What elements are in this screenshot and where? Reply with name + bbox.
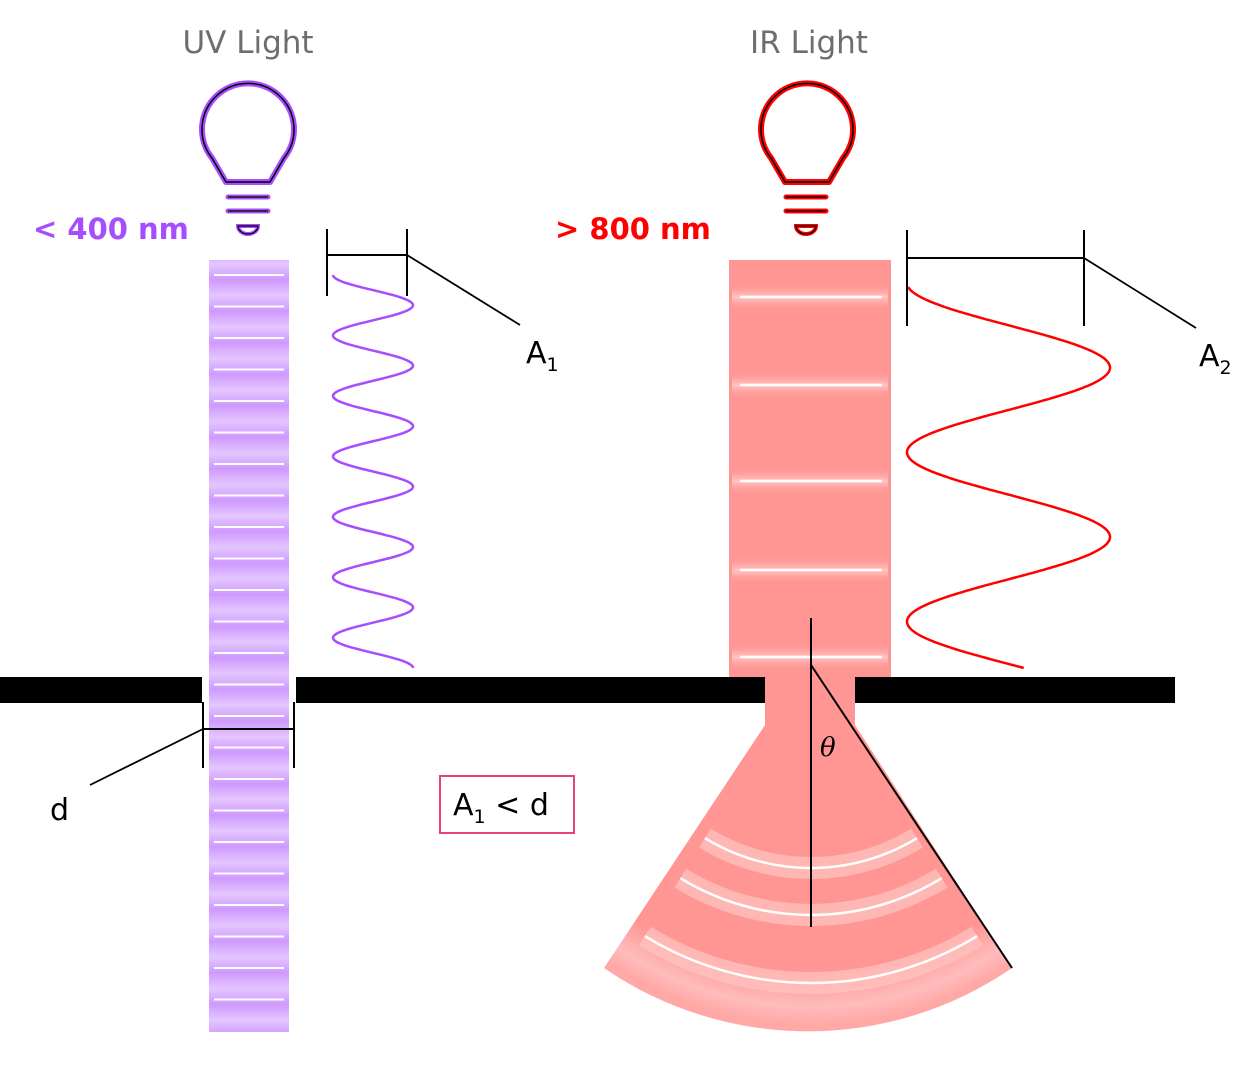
a1-label: A1	[526, 336, 559, 376]
ir-beam-wavefronts	[732, 283, 888, 728]
condition-box: A1 < d	[439, 775, 575, 834]
ir-wavelength-label: > 800 nm	[555, 212, 711, 246]
a2-amplitude-bracket	[906, 230, 1197, 329]
slit-barrier	[0, 677, 1175, 703]
uv-beam	[209, 260, 289, 1032]
ir-fan-wavefront	[644, 935, 978, 985]
uv-beam-wavefronts	[214, 274, 284, 1001]
ir-lightbulb-icon	[758, 80, 856, 236]
a2-label: A2	[1199, 339, 1232, 379]
ir-wave	[905, 286, 1112, 670]
slit-width-bracket	[89, 702, 295, 786]
slit-width-label: d	[50, 793, 69, 828]
svg-text:A1 < d: A1 < d	[453, 788, 549, 828]
uv-wavelength-label: < 400 nm	[33, 212, 189, 246]
uv-wave	[331, 274, 415, 669]
a1-amplitude-bracket	[326, 229, 521, 326]
uv-lightbulb-icon	[199, 80, 297, 236]
theta-label: θ	[820, 733, 836, 763]
uv-light-title: UV Light	[182, 25, 313, 61]
diffraction-angle-lines	[810, 618, 1013, 969]
ir-light-title: IR Light	[750, 25, 868, 61]
